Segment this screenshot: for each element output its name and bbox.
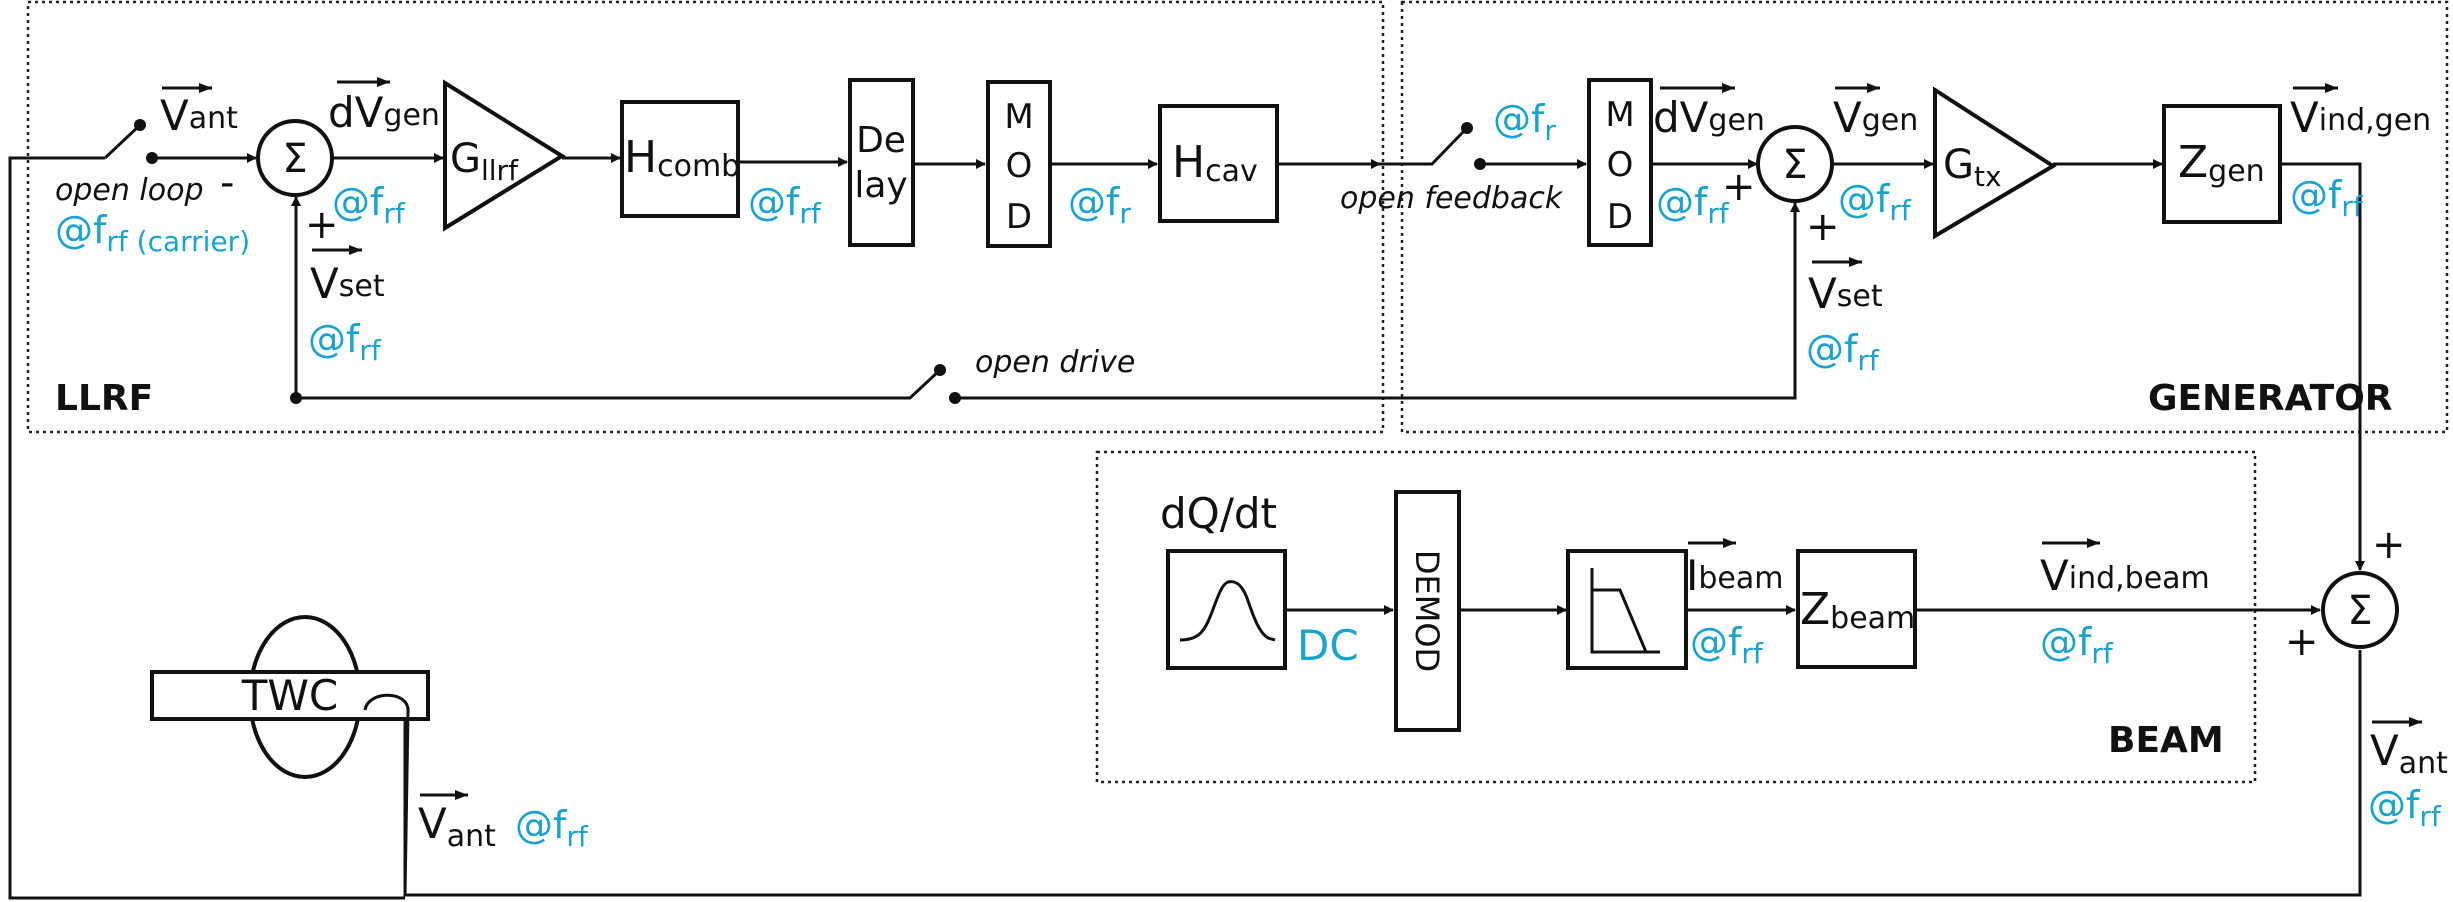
mod2-letter-m: M bbox=[1605, 95, 1634, 135]
llrf-group-label: LLRF bbox=[55, 378, 153, 419]
mod1-out-freq: @fr bbox=[1068, 180, 1131, 230]
antenna-output-wire bbox=[403, 650, 2362, 897]
wire-zgen-sum3 bbox=[2280, 162, 2365, 571]
carrier-freq-label: @frf (carrier) bbox=[55, 208, 250, 258]
zbeam-block bbox=[1796, 549, 1917, 669]
mod1-letter-d: D bbox=[1006, 197, 1032, 237]
gllrf-label: Gllrf bbox=[450, 136, 519, 187]
mod2-letter-d: D bbox=[1607, 197, 1633, 237]
dc-label: DC bbox=[1297, 621, 1359, 670]
bunch-profile-curve-icon bbox=[1179, 580, 1276, 642]
twc-beampipe-mask bbox=[250, 674, 360, 717]
sum3-left-plus-sign: + bbox=[2285, 619, 2319, 665]
v-set-llrf-label: Vset bbox=[310, 259, 385, 308]
zgen-label: Zgen bbox=[2178, 137, 2265, 189]
zbeam-out-freq: @frf bbox=[2040, 620, 2114, 670]
open-feedback-wire bbox=[1380, 128, 1467, 166]
v-ant-label: Vant bbox=[160, 91, 238, 140]
llrf-group-box bbox=[26, 0, 1385, 434]
zbeam-label: Zbeam bbox=[1800, 584, 1915, 636]
v-gen-label: Vgen bbox=[1833, 93, 1918, 142]
mod2-letter-o: O bbox=[1607, 145, 1634, 185]
sum1-symbol: Σ bbox=[282, 136, 307, 182]
mod1-letter-m: M bbox=[1004, 97, 1033, 137]
mod2-out-freq: @frf bbox=[1656, 180, 1730, 230]
gllrf-amplifier bbox=[443, 79, 566, 232]
v-ant-output-freq: @frf bbox=[2368, 783, 2442, 833]
beam-group-label: BEAM bbox=[2108, 720, 2224, 761]
mod1-block bbox=[986, 80, 1052, 248]
hcav-label: Hcav bbox=[1172, 137, 1258, 189]
lowpass-filter-icon bbox=[1590, 568, 1660, 654]
bunch-profile-block bbox=[1166, 549, 1287, 670]
v-ind-beam-label: Vind,beam bbox=[2040, 551, 2210, 600]
delay-label-line1: De bbox=[856, 120, 906, 161]
open-drive-label: open drive bbox=[975, 345, 1135, 380]
cavity-resonant-freq: @fr bbox=[1493, 97, 1556, 147]
sum2-bottom-plus-sign: + bbox=[1806, 204, 1840, 250]
sum1-circle bbox=[256, 119, 334, 197]
delay-label-line2: lay bbox=[854, 165, 907, 206]
sum2-circle bbox=[1756, 125, 1834, 203]
zgen-block bbox=[2162, 104, 2282, 224]
open-drive-switch-contact-a bbox=[934, 364, 946, 376]
demod-block bbox=[1394, 490, 1461, 732]
v-set-generator-freq: @frf bbox=[1806, 327, 1880, 377]
zgen-out-freq: @frf bbox=[2290, 173, 2364, 223]
sum2-left-plus-sign: + bbox=[1722, 164, 1756, 210]
sum3-top-plus-sign: + bbox=[2372, 522, 2406, 568]
antenna-return-wire bbox=[8, 156, 405, 900]
v-ant-twc-label: Vant bbox=[418, 799, 496, 854]
open-feedback-label: open feedback bbox=[1340, 181, 1564, 216]
hcomb-block bbox=[620, 100, 740, 218]
open-loop-switch-contact-a bbox=[134, 119, 146, 131]
sum1-plus-sign: + bbox=[305, 202, 339, 248]
twc-label: TWC bbox=[241, 671, 339, 720]
open-loop-switch-lever bbox=[103, 123, 142, 160]
filter-out-freq: @frf bbox=[1690, 620, 1764, 670]
twc-antenna-loop-icon bbox=[363, 693, 410, 896]
wire-vset-sum2 bbox=[955, 202, 1800, 400]
sum3-symbol: Σ bbox=[2347, 588, 2372, 634]
mod1-letter-o: O bbox=[1006, 146, 1033, 186]
gtx-label: Gtx bbox=[1943, 142, 2002, 193]
hcomb-label: Hcomb bbox=[624, 132, 740, 184]
lowpass-filter-response-icon bbox=[1592, 588, 1648, 653]
dv-gen-llrf-label: dVgen bbox=[328, 88, 440, 137]
sum1-minus-sign: - bbox=[220, 160, 234, 206]
v-ind-gen-label: Vind,gen bbox=[2290, 93, 2431, 142]
sum1-out-freq: @frf bbox=[332, 180, 406, 230]
open-loop-label: open loop bbox=[55, 173, 204, 208]
sum2-out-freq: @frf bbox=[1838, 177, 1912, 227]
i-beam-label: Ibeam bbox=[1686, 551, 1784, 600]
v-ant-twc-freq: @frf bbox=[515, 803, 589, 853]
v-set-generator-label: Vset bbox=[1808, 269, 1883, 318]
generator-group-box bbox=[1400, 0, 2449, 434]
sum2-symbol: Σ bbox=[1782, 142, 1807, 188]
dv-gen-generator-label: dVgen bbox=[1653, 93, 1765, 142]
beam-group-box bbox=[1095, 450, 2257, 784]
mod2-block bbox=[1587, 78, 1653, 247]
delay-block bbox=[848, 78, 915, 247]
v-set-llrf-freq: @frf bbox=[308, 317, 382, 367]
generator-group-label: GENERATOR bbox=[2148, 378, 2393, 419]
open-drive-lever bbox=[296, 368, 942, 400]
hcomb-out-freq: @frf bbox=[748, 180, 822, 230]
sum3-circle bbox=[2321, 571, 2399, 649]
demod-label: DEMOD bbox=[1408, 550, 1446, 672]
dq-dt-label: dQ/dt bbox=[1160, 489, 1277, 538]
hcav-block bbox=[1158, 104, 1279, 223]
v-ant-output-label: Vant bbox=[2370, 726, 2448, 781]
gtx-amplifier bbox=[1933, 86, 2057, 240]
open-feedback-switch-contact-a bbox=[1461, 122, 1473, 134]
